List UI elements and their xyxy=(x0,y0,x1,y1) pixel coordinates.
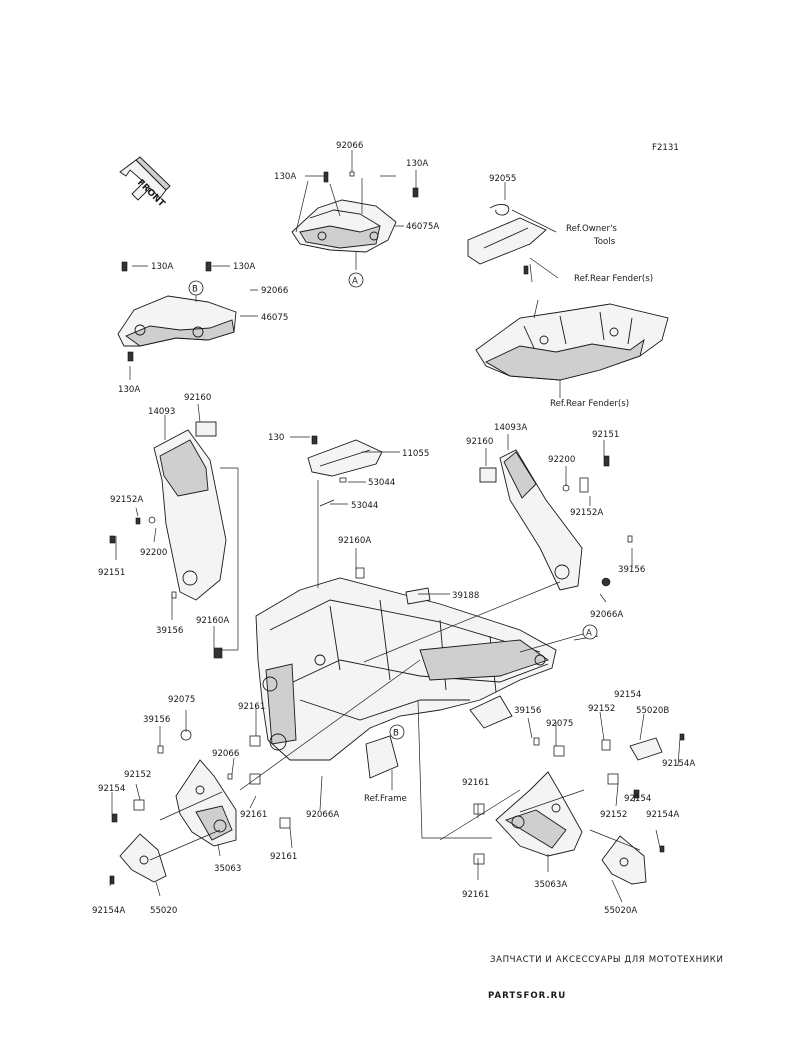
callout-b-left-label: B xyxy=(192,285,198,295)
part-label: 92161 xyxy=(270,852,297,862)
callout-b-frame-label: B xyxy=(393,729,399,739)
part-label: 35063A xyxy=(534,880,567,890)
part-label: 92154A xyxy=(662,759,695,769)
part-label: 92066 xyxy=(336,141,363,151)
watermark-brand: PARTSFOR.RU xyxy=(488,991,566,1001)
part-label: Ref.Rear Fender(s) xyxy=(574,274,653,284)
part-label: Ref.Owner's xyxy=(566,224,617,234)
callout-b-left: B xyxy=(188,280,204,296)
part-label: 39156 xyxy=(156,626,183,636)
part-labels: 92066 130A 130A 46075A 92055 Ref.Owner's… xyxy=(92,141,695,916)
part-label: 92152A xyxy=(570,508,603,518)
tool-kit-drawing xyxy=(467,204,547,275)
part-label: 92160A xyxy=(196,616,229,626)
part-label: 92154 xyxy=(98,784,125,794)
part-label: 14093 xyxy=(148,407,175,417)
leader-lines xyxy=(109,150,681,903)
part-label: 39156 xyxy=(618,565,645,575)
part-label: 130A xyxy=(233,262,255,272)
part-label: 92160 xyxy=(184,393,211,403)
heel-guard-55020-drawing xyxy=(109,833,167,885)
part-label: 92151 xyxy=(592,430,619,440)
main-frame-drawing xyxy=(255,567,557,779)
part-label: 130A xyxy=(274,172,296,182)
part-label: 92055 xyxy=(489,174,516,184)
callout-b-frame: B xyxy=(389,724,405,740)
callout-a-top: A xyxy=(348,272,364,288)
part-label: 92160A xyxy=(338,536,371,546)
part-label: 92161 xyxy=(462,778,489,788)
part-label: 130 xyxy=(268,433,284,443)
part-label: 92152 xyxy=(124,770,151,780)
part-label: 92075 xyxy=(546,719,573,729)
part-label: 39156 xyxy=(514,706,541,716)
part-label: 130A xyxy=(118,385,140,395)
part-label: 92151 xyxy=(98,568,125,578)
part-label: 92066A xyxy=(590,610,623,620)
bracket-11055-drawing xyxy=(307,435,383,507)
part-label: 55020 xyxy=(150,906,177,916)
part-label: 11055 xyxy=(402,449,429,459)
heel-guard-55020a-drawing xyxy=(601,835,665,885)
front-arrow-icon: FRONT xyxy=(119,156,171,210)
part-label: 39156 xyxy=(143,715,170,725)
part-label: 53044 xyxy=(351,501,378,511)
callout-a-frame-label: A xyxy=(586,629,592,639)
part-label: 92154A xyxy=(646,810,679,820)
watermark-tagline: ЗАПЧАСТИ И АКСЕССУАРЫ ДЛЯ МОТОТЕХНИКИ xyxy=(490,955,723,965)
part-label: 92160 xyxy=(466,437,493,447)
footpeg-bracket-35063-drawing xyxy=(111,729,291,847)
part-label: 92152 xyxy=(588,704,615,714)
part-label: 53044 xyxy=(368,478,395,488)
callout-a-top-label: A xyxy=(352,277,358,287)
part-label: 130A xyxy=(151,262,173,272)
watermark: ЗАПЧАСТИ И АКСЕССУАРЫ ДЛЯ МОТОТЕХНИКИ PA… xyxy=(488,955,723,1001)
callout-a-frame: A xyxy=(582,624,598,640)
part-label: 92152 xyxy=(600,810,627,820)
bracket-46075a-drawing xyxy=(291,171,419,253)
side-cover-14093a-drawing xyxy=(479,449,633,591)
part-label: 92066 xyxy=(261,286,288,296)
part-label: 35063 xyxy=(214,864,241,874)
part-label: 92066A xyxy=(306,810,339,820)
part-label: 92200 xyxy=(140,548,167,558)
footpeg-bracket-35063a-drawing xyxy=(473,733,685,865)
rear-fender-drawing xyxy=(475,303,669,381)
part-label: 92161 xyxy=(238,702,265,712)
part-label: 14093A xyxy=(494,423,527,433)
part-label: 55020A xyxy=(604,906,637,916)
part-label: 92152A xyxy=(110,495,143,505)
part-label: 92075 xyxy=(168,695,195,705)
part-label: 92154 xyxy=(624,794,651,804)
part-label: 92161 xyxy=(240,810,267,820)
part-label: 92066 xyxy=(212,749,239,759)
part-label: Ref.Rear Fender(s) xyxy=(550,399,629,409)
part-label: 92154A xyxy=(92,906,125,916)
part-label: Ref.Frame xyxy=(364,794,407,804)
part-label: Tools xyxy=(593,237,616,247)
part-label: 39188 xyxy=(452,591,479,601)
side-cover-14093-drawing xyxy=(109,421,227,659)
part-label: 92200 xyxy=(548,455,575,465)
diagram-code: F2131 xyxy=(652,143,679,153)
part-label: 46075 xyxy=(261,313,288,323)
part-label: 55020B xyxy=(636,706,669,716)
bracket-46075-drawing xyxy=(117,261,237,362)
part-label: 92161 xyxy=(462,890,489,900)
part-label: 46075A xyxy=(406,222,439,232)
part-label: 92154 xyxy=(614,690,641,700)
part-label: 130A xyxy=(406,159,428,169)
